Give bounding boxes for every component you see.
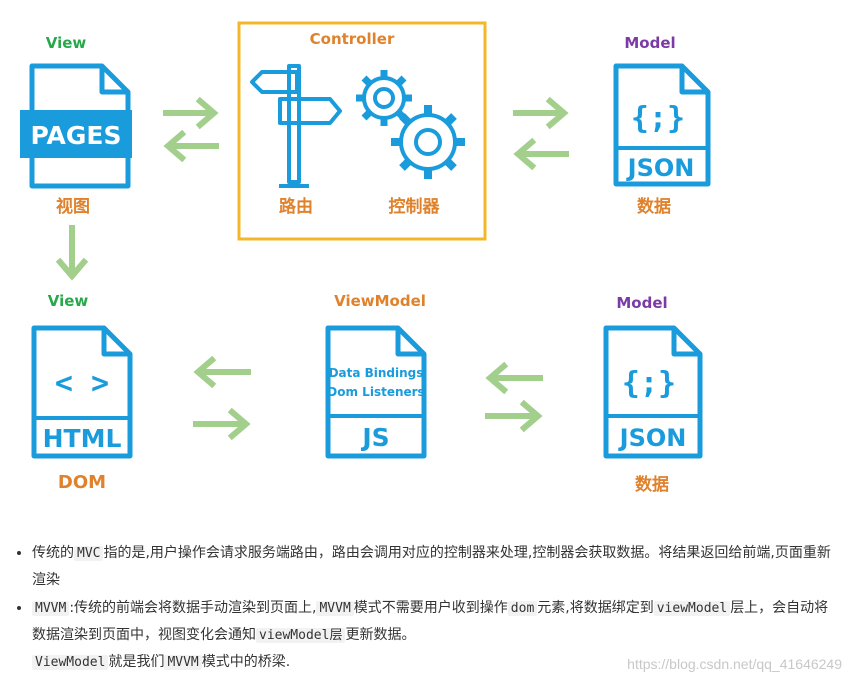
controller-box: [237, 21, 487, 241]
code-brackets: < >: [55, 366, 109, 401]
top-model-label: Model: [624, 34, 675, 52]
route-caption: 路由: [279, 196, 313, 217]
note-item: MVVM:传统的前端会将数据手动渲染到页面上,MVVM模式不需要用户收到操作do…: [32, 595, 840, 676]
view-controller-arrows: [163, 96, 219, 163]
pages-icon-text: PAGES: [31, 121, 122, 150]
view-viewmodel-arrows: [193, 355, 251, 441]
gears-icon: [356, 70, 465, 179]
down-arrow: [55, 225, 89, 281]
json-braces-bottom: {;}: [622, 366, 676, 401]
pages-document-icon: PAGES: [20, 63, 132, 189]
controller-caption: 控制器: [389, 196, 441, 217]
json-document-icon-bottom: {;} JSON: [603, 325, 703, 459]
html-icon-text: HTML: [43, 424, 122, 453]
json-text-bottom: JSON: [618, 424, 687, 452]
note-text: 模式不需要用户收到操作: [353, 600, 508, 616]
watermark: https://blog.csdn.net/qq_41646249: [627, 656, 842, 672]
controller-label: Controller: [310, 30, 395, 48]
json-braces-top: {;}: [631, 101, 685, 136]
js-icon-text: JS: [360, 423, 389, 452]
dom-listeners-text: Dom Listeners: [327, 385, 424, 399]
explanation-notes: 传统的MVC指的是,用户操作会请求服务端路由，路由会调用对应的控制器来处理,控制…: [10, 540, 840, 678]
inline-code: dom: [507, 601, 538, 616]
note-text: 层上，会自动将数据渲染到页面中，视图变化会通知: [32, 600, 829, 643]
bottom-view-label: View: [48, 292, 89, 310]
data-bindings-text: Data Bindings: [329, 366, 424, 380]
js-document-icon: Data Bindings Dom Listeners JS: [325, 325, 427, 459]
note-text: 就是我们: [108, 654, 165, 670]
inline-code: viewModel层: [256, 628, 346, 643]
note-text: 传统的: [32, 545, 74, 561]
html-document-icon: < > HTML: [31, 325, 133, 459]
note-text: 模式中的桥梁.: [201, 654, 291, 670]
note-text: 指的是,用户操作会请求服务端路由，路由会调用对应的控制器来处理,控制器会获取数据…: [32, 545, 831, 588]
top-view-caption: 视图: [56, 196, 90, 217]
inline-code: ViewModel: [32, 655, 109, 670]
note-text: :传统的前端会将数据手动渲染到页面上,: [69, 600, 317, 616]
dom-caption: DOM: [58, 472, 106, 493]
inline-code: MVVM: [32, 601, 70, 616]
inline-code: MVVM: [316, 601, 354, 616]
inline-code: viewModel: [653, 601, 731, 616]
json-text-top: JSON: [626, 154, 695, 182]
json-document-icon-top: {;} JSON: [613, 63, 711, 187]
viewmodel-model-arrows: [485, 361, 543, 433]
note-item: 传统的MVC指的是,用户操作会请求服务端路由，路由会调用对应的控制器来处理,控制…: [32, 540, 840, 593]
signpost-icon: [250, 64, 342, 188]
mvc-mvvm-diagram: View PAGES 视图 Controller 路由: [20, 21, 711, 495]
notes-list: 传统的MVC指的是,用户操作会请求服务端路由，路由会调用对应的控制器来处理,控制…: [10, 540, 840, 676]
note-text: 更新数据。: [345, 627, 416, 643]
inline-code: MVVM: [164, 655, 202, 670]
bottom-model-caption: 数据: [635, 474, 669, 495]
top-model-caption: 数据: [637, 196, 671, 217]
note-text: 元素,将数据绑定到: [537, 600, 654, 616]
bottom-model-label: Model: [616, 294, 667, 312]
top-view-label: View: [46, 34, 87, 52]
controller-model-arrows: [513, 96, 569, 171]
viewmodel-label: ViewModel: [334, 292, 426, 310]
inline-code: MVC: [74, 546, 104, 561]
